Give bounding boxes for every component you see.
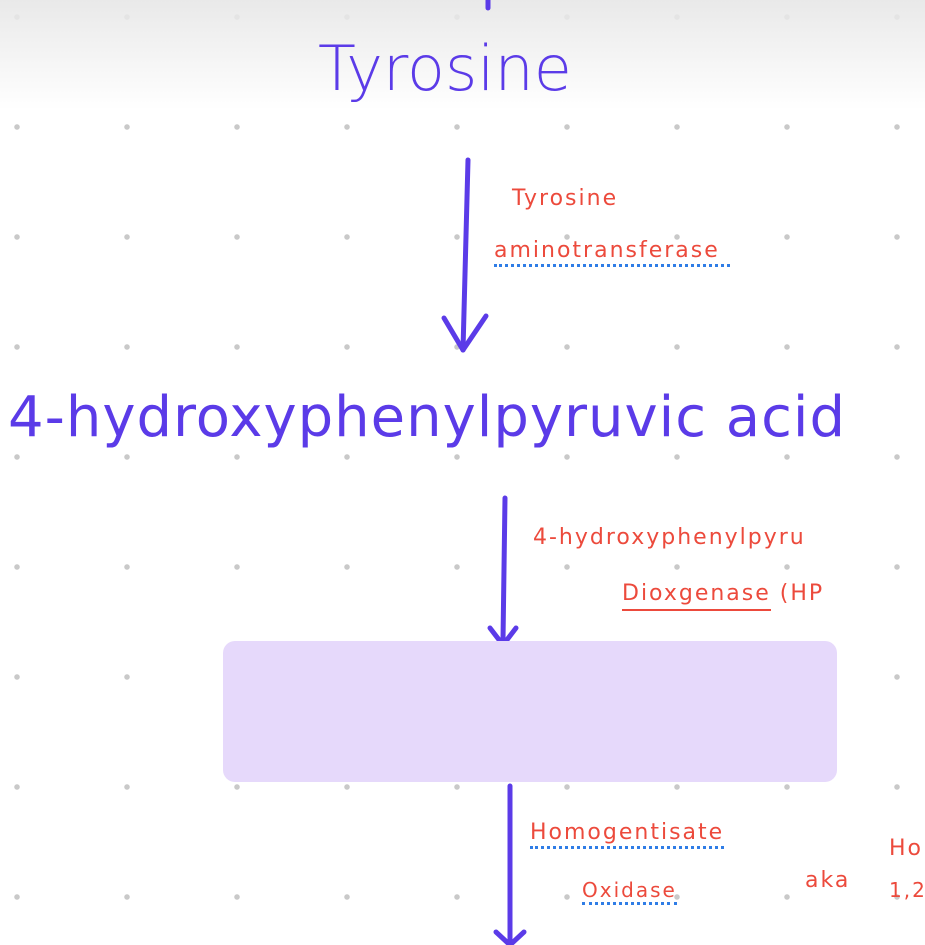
compound-4-hydroxyphenylpyruvic-acid: 4-hydroxyphenylpyruvic acid bbox=[8, 385, 847, 450]
enzyme-tyrosine-aminotransferase-line2: aminotransferase bbox=[494, 240, 730, 267]
hidden-intermediate-box[interactable] bbox=[223, 641, 837, 782]
enzyme-hppd-name: Dioxgenase bbox=[622, 581, 771, 611]
enzyme-hppd-line1: 4-hydroxyphenylpyru bbox=[533, 525, 806, 550]
enzyme-homogentisate-oxidase-line2: Oxidase bbox=[582, 880, 677, 905]
enzyme-homogentisate-aka: aka bbox=[805, 868, 851, 893]
enzyme-homogentisate-alt-line1: Ho bbox=[889, 836, 924, 861]
enzyme-tyrosine-aminotransferase-line1: Tyrosine bbox=[512, 186, 619, 211]
enzyme-homogentisate-alt-line2: 1,2 bbox=[889, 878, 925, 902]
arrow-hppa-to-hidden bbox=[487, 495, 519, 648]
enzyme-homogentisate-oxidase-line1: Homogentisate bbox=[530, 822, 725, 849]
arrow-tyrosine-to-hppa bbox=[441, 157, 489, 353]
compound-tyrosine: Tyrosine bbox=[318, 32, 572, 105]
enzyme-hppd-abbrev: (HP bbox=[779, 581, 825, 606]
arrow-hidden-to-next bbox=[493, 783, 527, 945]
top-shadow bbox=[0, 0, 925, 110]
enzyme-hppd-line2: Dioxgenase (HP bbox=[622, 581, 825, 611]
